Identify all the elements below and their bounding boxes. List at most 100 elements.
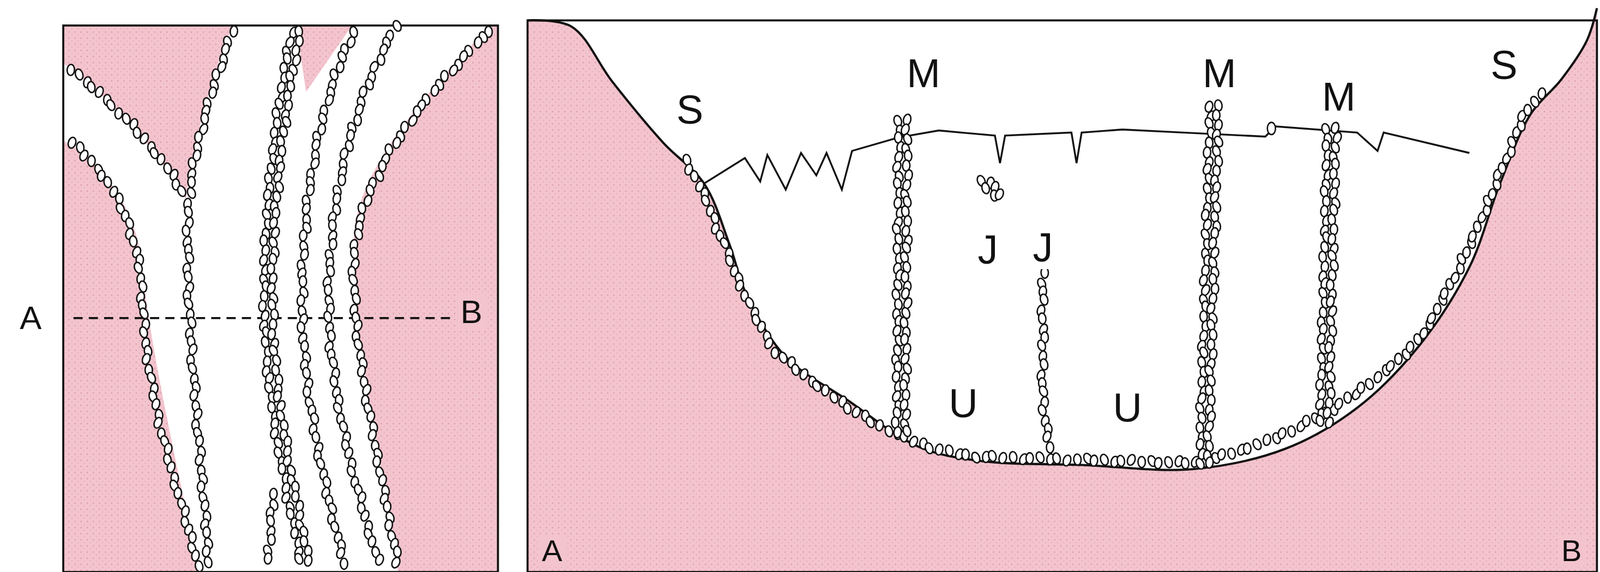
debris-clast xyxy=(1277,427,1288,440)
debris-clast xyxy=(372,456,381,468)
debris-clast xyxy=(1089,455,1098,467)
debris-clast xyxy=(1125,453,1137,467)
debris-clast xyxy=(1116,455,1126,468)
debris-clast xyxy=(322,476,332,489)
part-label: S xyxy=(673,88,707,132)
debris-clast xyxy=(384,519,394,532)
debris-clast xyxy=(1039,358,1049,372)
debris-clast xyxy=(212,69,220,81)
debris-clast xyxy=(332,192,342,205)
debris-clast xyxy=(329,375,339,389)
debris-clast xyxy=(338,420,349,434)
debris-clast xyxy=(297,321,306,334)
debris-clast xyxy=(1324,416,1335,430)
debris-clast xyxy=(1487,188,1497,201)
debris-clast xyxy=(266,515,276,528)
debris-clast xyxy=(390,556,402,570)
debris-clast xyxy=(183,297,195,311)
debris-clast xyxy=(980,182,991,195)
debris-clast xyxy=(353,114,362,126)
debris-clast xyxy=(202,527,210,539)
debris-clast xyxy=(987,450,998,463)
debris-clast xyxy=(263,552,273,565)
debris-clast xyxy=(138,306,150,320)
debris-clast xyxy=(327,330,336,343)
debris-clast xyxy=(115,192,124,205)
debris-clast xyxy=(176,184,188,198)
debris-clast xyxy=(1333,397,1344,411)
debris-clast xyxy=(325,264,336,277)
debris-clast xyxy=(156,153,166,166)
debris-clast xyxy=(356,365,367,378)
debris-clast xyxy=(1036,403,1048,417)
part-label: M xyxy=(1199,52,1240,95)
valley-rock xyxy=(527,8,1598,572)
debris-clast xyxy=(1039,293,1049,306)
debris-clast xyxy=(357,491,367,505)
debris-clast xyxy=(335,546,347,560)
debris-clast xyxy=(1099,453,1110,467)
debris-clast xyxy=(690,170,699,183)
debris-clast xyxy=(188,532,196,543)
debris-clast xyxy=(300,202,312,216)
debris-clast xyxy=(296,294,306,307)
debris-clast xyxy=(791,364,801,377)
debris-clast xyxy=(1405,341,1415,354)
debris-clast xyxy=(267,534,276,546)
debris-clast xyxy=(1462,246,1471,259)
debris-clast xyxy=(361,383,373,397)
debris-clast xyxy=(366,429,378,442)
debris-clast xyxy=(66,64,75,76)
debris-clast xyxy=(1302,415,1310,427)
debris-clast xyxy=(187,157,197,170)
debris-clast xyxy=(770,347,779,360)
debris-clast xyxy=(1227,448,1237,461)
debris-clast xyxy=(1262,434,1271,446)
part-label: J xyxy=(974,228,1001,272)
debris-clast xyxy=(1439,287,1449,300)
debris-clast xyxy=(1537,87,1547,100)
debris-clast xyxy=(186,361,198,376)
debris-clast xyxy=(1036,339,1048,353)
debris-clast xyxy=(339,147,349,161)
debris-clast xyxy=(724,254,735,268)
debris-clast xyxy=(200,112,209,125)
debris-clast xyxy=(137,280,148,294)
debris-clast xyxy=(944,444,955,457)
debris-clast xyxy=(326,502,338,516)
debris-clast xyxy=(1315,414,1325,427)
debris-clast xyxy=(1385,359,1396,373)
debris-clast xyxy=(1433,303,1441,315)
debris-clast xyxy=(1037,312,1047,325)
debris-clast xyxy=(343,447,355,461)
debris-clast xyxy=(194,453,205,467)
debris-clast xyxy=(1373,371,1383,384)
debris-clast xyxy=(180,505,191,518)
debris-clast xyxy=(1194,457,1206,471)
debris-clast xyxy=(140,352,152,366)
debris-clast xyxy=(194,560,204,572)
part-label: U xyxy=(1109,387,1146,430)
debris-clast xyxy=(323,93,335,107)
debris-clast xyxy=(348,25,359,39)
debris-clast xyxy=(354,103,365,117)
debris-clast xyxy=(195,435,205,448)
debris-clast xyxy=(357,202,367,215)
debris-clast xyxy=(366,410,376,423)
debris-clast xyxy=(124,216,135,230)
debris-clast xyxy=(820,384,830,397)
debris-clast xyxy=(829,391,840,404)
debris-clast xyxy=(133,127,142,140)
plan-ground xyxy=(63,25,498,572)
debris-clast xyxy=(346,129,355,142)
debris-clast xyxy=(842,402,852,415)
debris-clast xyxy=(302,367,312,380)
debris-clast xyxy=(152,416,164,430)
plan-frame xyxy=(63,25,498,572)
debris-clast xyxy=(163,443,173,456)
debris-clast xyxy=(1216,448,1227,461)
debris-clast xyxy=(86,81,96,94)
debris-clast xyxy=(1034,451,1046,465)
debris-clast xyxy=(1180,457,1190,470)
